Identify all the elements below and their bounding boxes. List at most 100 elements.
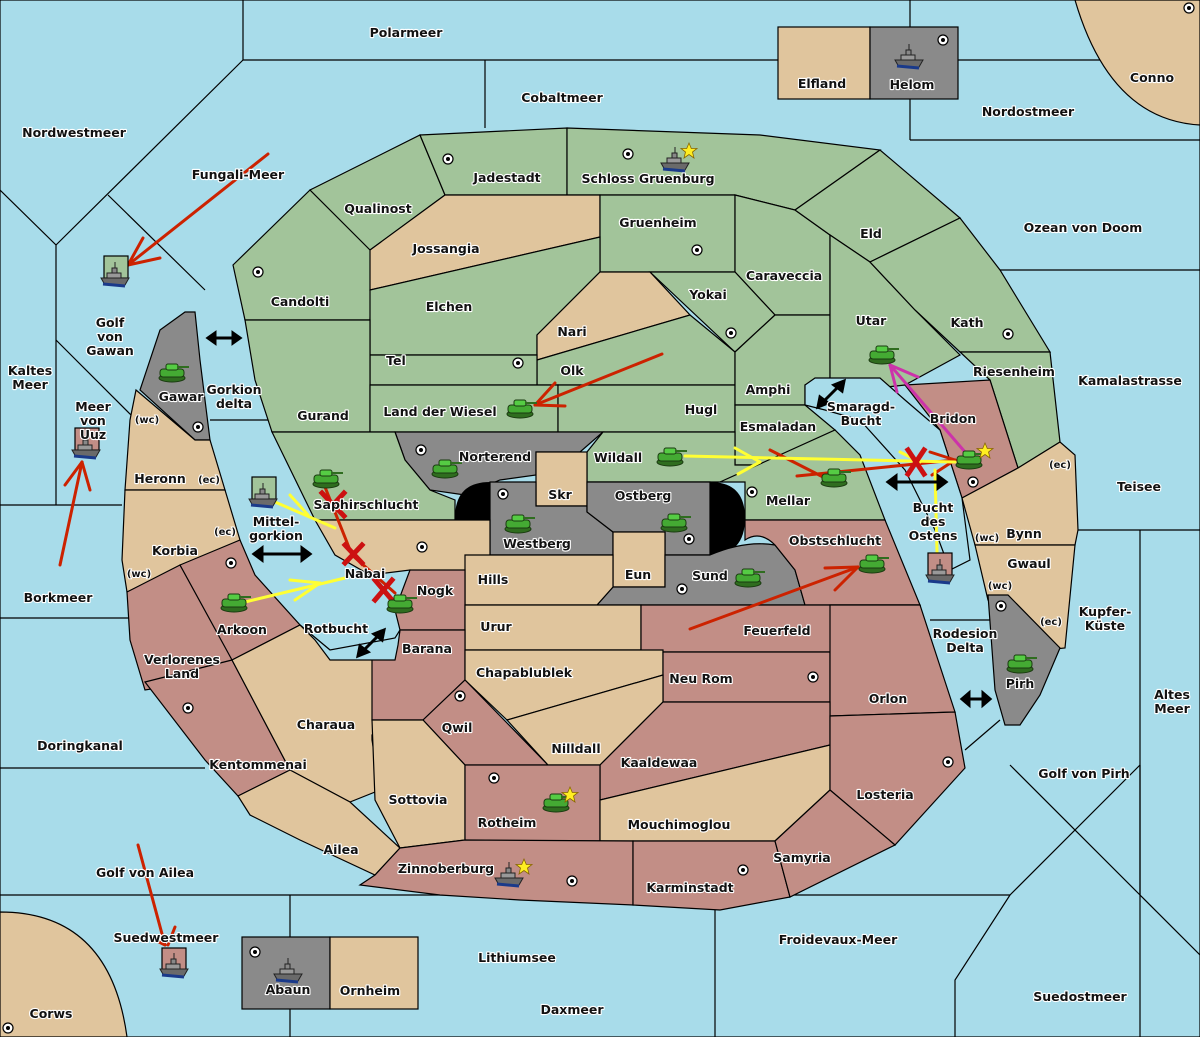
label-ornheim: Ornheim xyxy=(340,983,400,998)
supply-center-icon xyxy=(512,357,524,369)
label-kaltes-line: Kaltes xyxy=(8,363,52,378)
label-kentommenai: Kentommenai xyxy=(209,757,307,772)
label-nogk: Nogk xyxy=(417,583,454,598)
territory-ornheim[interactable] xyxy=(329,936,419,1010)
supply-center-icon xyxy=(1002,328,1014,340)
label-pirh: Pirh xyxy=(1006,676,1035,691)
label-bynn: Bynn xyxy=(1006,526,1041,541)
move-order-arrow xyxy=(533,352,664,408)
label-suedostmeer: Suedostmeer xyxy=(1033,989,1127,1004)
coast-tag-ec: (ec) xyxy=(1040,617,1062,628)
label-smaragd: Smaragd-Bucht xyxy=(827,399,895,428)
sea-rotbucht[interactable] xyxy=(299,624,401,661)
label-zinnoberburg: Zinnoberburg xyxy=(398,861,494,876)
failed-x-icon xyxy=(318,489,348,520)
label-kamalastrasse: Kamalastrasse xyxy=(1078,373,1182,388)
failed-x-icon xyxy=(341,541,366,567)
label-sottovia: Sottovia xyxy=(389,792,448,807)
label-gwaul: Gwaul xyxy=(1007,556,1050,571)
bidirectional-arrow-icon xyxy=(959,689,993,709)
label-urur: Urur xyxy=(480,619,512,634)
coast-tag-wc: (wc) xyxy=(127,569,151,580)
label-sund: Sund xyxy=(692,568,728,583)
move-order-arrow xyxy=(58,460,92,567)
label-wiesel: Land der Wiesel xyxy=(383,404,496,419)
supply-center-icon xyxy=(2,1022,14,1034)
coast-tags: (wc) (ec) (ec) (wc) (ec) (wc) (wc) (ec) xyxy=(126,414,1072,629)
territory-corws[interactable] xyxy=(0,911,128,1037)
label-mellar: Mellar xyxy=(766,493,811,508)
label-bucht-ostens-line: des xyxy=(921,514,946,529)
failed-x-icon xyxy=(904,446,928,478)
label-korbia: Korbia xyxy=(152,543,198,558)
label-qualinost: Qualinost xyxy=(344,201,411,216)
territory-zinnoberburg[interactable] xyxy=(358,839,634,906)
territory-rotheim[interactable] xyxy=(464,764,601,842)
label-tel: Tel xyxy=(386,353,406,368)
supply-center-icon xyxy=(807,671,819,683)
supply-center-icon xyxy=(1183,2,1195,14)
supply-center-icon xyxy=(182,702,194,714)
supply-center-icon xyxy=(725,327,737,339)
label-cobaltmeer: Cobaltmeer xyxy=(521,90,603,105)
label-rodesion-line: Rodesion xyxy=(933,626,998,641)
label-heronn: Heronn xyxy=(134,471,186,486)
supply-center-icon xyxy=(967,476,979,488)
label-rodesion-line: Delta xyxy=(946,640,984,655)
label-orlon: Orlon xyxy=(869,691,908,706)
supply-center-icon xyxy=(746,486,758,498)
order-arrows xyxy=(58,152,967,947)
label-conno: Conno xyxy=(1130,70,1175,85)
label-schloss: Schloss Gruenburg xyxy=(581,171,714,186)
coast-tag-ec: (ec) xyxy=(214,527,236,538)
coast-tag-wc: (wc) xyxy=(975,533,999,544)
territory-conno[interactable] xyxy=(1074,0,1200,126)
label-neurom: Neu Rom xyxy=(669,671,732,686)
label-golf-ailea: Golf von Ailea xyxy=(96,865,194,880)
label-saphirschlucht: Saphirschlucht xyxy=(314,497,419,512)
supply-center-icon xyxy=(622,148,634,160)
bidirectional-arrow-icon xyxy=(251,545,313,563)
sea-smaragd-bucht[interactable] xyxy=(804,377,971,571)
territory-elfland[interactable] xyxy=(777,26,871,100)
territory-samyria[interactable] xyxy=(774,789,897,898)
label-kaaldewaa: Kaaldewaa xyxy=(621,755,698,770)
label-arkoon: Arkoon xyxy=(217,622,267,637)
label-mittelgorkion-line: Mittel- xyxy=(253,514,300,529)
label-elchen: Elchen xyxy=(426,299,473,314)
support-order-arrow xyxy=(243,493,347,604)
label-bucht-ostens-line: Ostens xyxy=(909,528,958,543)
move-order-arrow xyxy=(126,152,270,267)
label-gawar: Gawar xyxy=(159,389,205,404)
label-teisee: Teisee xyxy=(1117,479,1161,494)
territory-losteria[interactable] xyxy=(829,711,966,846)
supply-center-icon xyxy=(488,772,500,784)
label-mittelgorkion-line: gorkion xyxy=(249,528,303,543)
label-caraveccia: Caraveccia xyxy=(746,268,822,283)
label-kupfer-line: Kupfer- xyxy=(1079,604,1132,619)
supply-center-icon xyxy=(995,600,1007,612)
label-kath: Kath xyxy=(951,315,984,330)
territory-gruenheim[interactable] xyxy=(599,194,736,273)
label-golf-gawan-line: Golf xyxy=(96,315,125,330)
territory-karminstadt[interactable] xyxy=(632,840,791,911)
label-ostberg: Ostberg xyxy=(615,488,672,503)
label-fungali: Fungali-Meer xyxy=(192,167,285,182)
label-golf-pirh: Golf von Pirh xyxy=(1038,766,1129,781)
label-corws: Corws xyxy=(30,1006,73,1021)
supply-center-icon xyxy=(249,946,261,958)
label-gorkion-delta-line: Gorkion xyxy=(206,382,261,397)
label-eld: Eld xyxy=(860,226,882,241)
supply-center-icon xyxy=(415,444,427,456)
territory-skr[interactable] xyxy=(535,451,588,507)
label-mouchimoglou: Mouchimoglou xyxy=(628,817,731,832)
label-verlorenes-2: Land xyxy=(165,666,199,681)
label-gorkion-delta-line: delta xyxy=(216,396,252,411)
supply-center-icon xyxy=(416,541,428,553)
